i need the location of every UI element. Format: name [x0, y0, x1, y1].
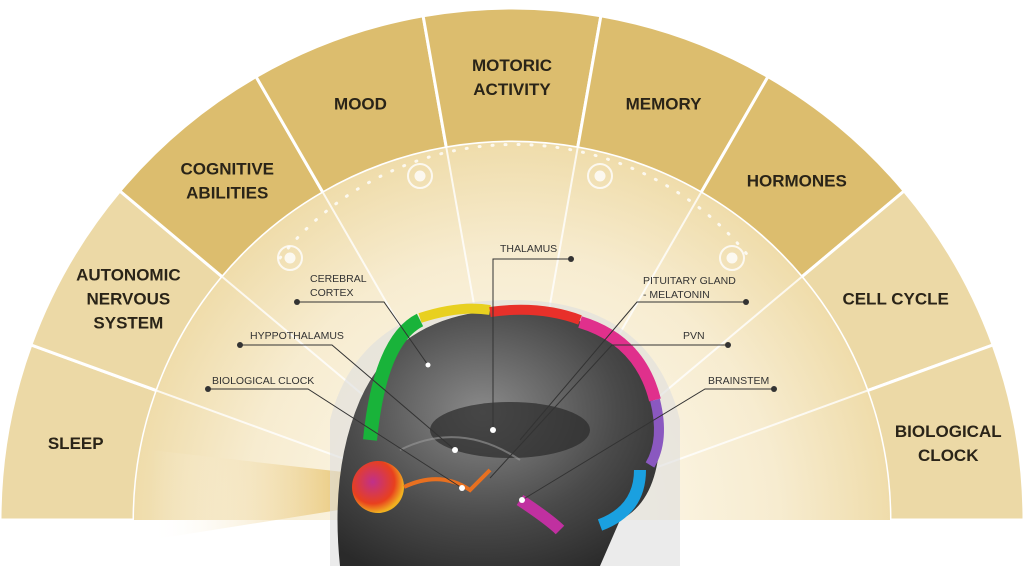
outer-segments	[0, 6, 1024, 522]
segment-label: SLEEP	[48, 434, 104, 453]
callouts: THALAMUS CEREBRAL CORTEX PITUITARY GLAND…	[205, 243, 777, 503]
segment-label: SYSTEM	[93, 314, 163, 333]
callout-hypothalamus: HYPPOTHALAMUS	[250, 330, 344, 342]
light-beam	[150, 450, 370, 540]
segment-label: AUTONOMIC	[76, 266, 181, 285]
segment-label: MOTORIC	[472, 56, 552, 75]
segment-motoric-activity	[421, 6, 603, 150]
callout-pituitary-line2: - MELATONIN	[643, 289, 710, 301]
segment-label: NERVOUS	[86, 290, 170, 309]
segment-label: COGNITIVE	[180, 160, 274, 179]
segment-label: CLOCK	[918, 446, 979, 465]
segment-label: MEMORY	[626, 95, 703, 114]
orbit-rings	[277, 163, 745, 271]
callout-pvn: PVN	[683, 330, 705, 342]
segment-label: ABILITIES	[186, 184, 268, 203]
callout-thalamus: THALAMUS	[500, 243, 557, 255]
segment-label: ACTIVITY	[473, 80, 551, 99]
eye-icon	[352, 461, 404, 513]
callout-biological-clock: BIOLOGICAL CLOCK	[212, 375, 314, 387]
segment-label: HORMONES	[747, 172, 847, 191]
segment-label: BIOLOGICAL	[895, 422, 1002, 441]
callout-pituitary-line1: PITUITARY GLAND	[643, 275, 736, 287]
segment-labels: SLEEP AUTONOMIC NERVOUS SYSTEM COGNITIVE ABIL…	[48, 56, 1002, 465]
segment-label: CELL CYCLE	[842, 290, 948, 309]
callout-brainstem: BRAINSTEM	[708, 375, 769, 387]
segment-label: MOOD	[334, 95, 387, 114]
callout-cerebral-cortex-line1: CEREBRAL	[310, 273, 367, 285]
callout-cerebral-cortex-line2: CORTEX	[310, 287, 354, 299]
optic-path	[403, 468, 492, 493]
head-illustration	[330, 300, 680, 566]
